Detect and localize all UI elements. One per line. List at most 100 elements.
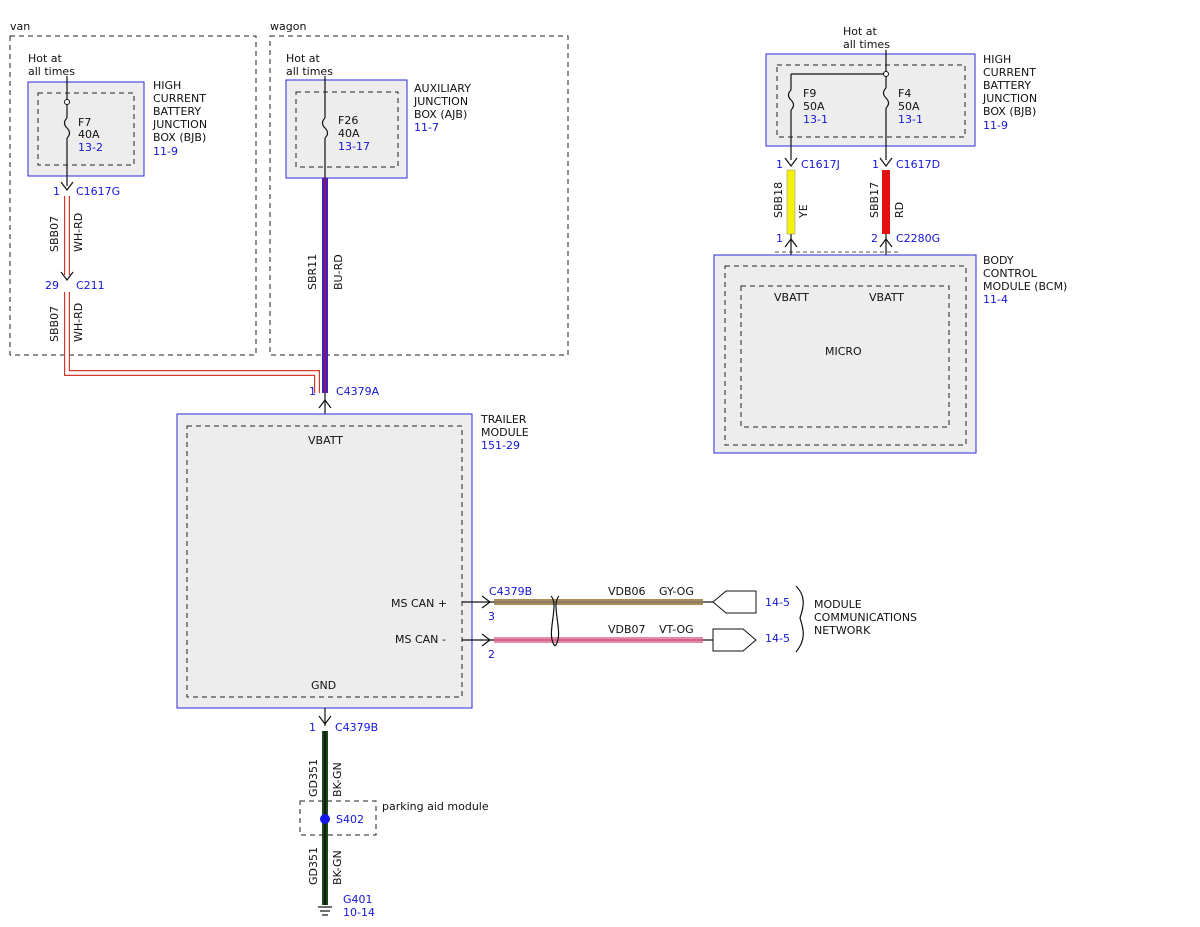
gd351-b-color: BK-GN [331, 850, 344, 885]
network-title-3: NETWORK [814, 624, 871, 637]
s402-label: S402 [336, 813, 364, 826]
trailer-can-minus-pin: MS CAN - [395, 633, 446, 646]
connector-c1617g-icon [60, 181, 74, 191]
fuse-f9-ref: 13-1 [803, 113, 828, 126]
fuse-f26-ref: 13-17 [338, 140, 370, 153]
bcm-ref: 11-4 [983, 293, 1008, 306]
c211-label: C211 [76, 279, 105, 292]
trailer-title-2: MODULE [481, 426, 529, 439]
vdb07-circuit: VDB07 [608, 623, 646, 636]
g401-label: G401 [343, 893, 373, 906]
bjb-left-box [27, 81, 145, 177]
network-ref-a: 14-5 [765, 596, 790, 609]
fuse-f26-id: F26 [338, 114, 358, 127]
twisted-pair-icon-2 [554, 595, 560, 647]
bjb-right-title-3: BATTERY [983, 79, 1031, 92]
connector-c1617d-icon [879, 157, 893, 167]
c211-pin: 29 [45, 279, 59, 292]
bcm-inner [724, 265, 967, 446]
ajb-ref: 11-7 [414, 121, 439, 134]
wagon-region-border [269, 35, 569, 356]
network-brace-icon [795, 585, 804, 653]
bjb-right-title-2: CURRENT [983, 66, 1036, 79]
hot-at-label-2: all times [28, 65, 75, 78]
fuse-f7-rating: 40A [78, 128, 100, 141]
vdb06-circuit: VDB06 [608, 585, 646, 598]
sbr11-circuit: SBR11 [306, 254, 319, 290]
ajb: Hot at all times AUXILIARY JUNCTION BOX … [285, 52, 471, 179]
c2280g-label: C2280G [896, 232, 940, 245]
fuse-f26-rating: 40A [338, 127, 360, 140]
bcm-micro-box [740, 285, 950, 428]
bjb-left-ref: 11-9 [153, 145, 178, 158]
fuse-f4-ref: 13-1 [898, 113, 923, 126]
bcm-title: BODY [983, 254, 1014, 267]
bjb-left-title-3: BATTERY [153, 105, 201, 118]
ajb-box [285, 79, 408, 179]
trailer-module-box [176, 413, 473, 709]
trailer-module-inner [186, 425, 463, 698]
bcm-box [713, 254, 977, 454]
bcm-micro-label: MICRO [825, 345, 862, 358]
bjb-left: Hot at all times HIGH CURRENT BATTERY JU… [27, 52, 207, 186]
wire-sbb07-lower [64, 292, 320, 393]
hot-at-label-2: all times [286, 65, 333, 78]
fuse-f9-rating: 50A [803, 100, 825, 113]
bjb-left-title-2: CURRENT [153, 92, 206, 105]
c1617g-label: C1617G [76, 185, 120, 198]
c4379b-top-label: C4379B [489, 585, 532, 598]
wire-sbb07-lower-outer [64, 292, 320, 393]
van-region-border [9, 35, 257, 356]
network-flag-plus-icon [712, 590, 757, 614]
vdb06-color: GY-OG [659, 585, 694, 598]
wire-sbb07-lower-inner [65, 292, 319, 393]
fuse-f7-id: F7 [78, 116, 91, 129]
bcm-title-3: MODULE (BCM) [983, 280, 1067, 293]
fuse-f4-icon [882, 87, 890, 109]
fuse-f7-node [64, 99, 70, 105]
connector-c211-icon [60, 271, 74, 281]
c1617j-label: C1617J [801, 158, 840, 171]
bjb-right-title: HIGH [983, 53, 1011, 66]
bjb-left-inner [37, 92, 135, 166]
bjb-right-node [883, 71, 889, 77]
hot-at-label-2: all times [843, 38, 890, 51]
sbb07-b-circuit: SBB07 [48, 306, 61, 342]
trailer-can-plus-pin: MS CAN + [391, 597, 447, 610]
bjb-left-title-4: JUNCTION [152, 118, 207, 131]
trailer-gnd-pin: GND [311, 679, 336, 692]
c2280g-pin2: 2 [871, 232, 878, 245]
c1617j-pin: 1 [776, 158, 783, 171]
trailer-title: TRAILER [480, 413, 527, 426]
bjb-right-title-5: BOX (BJB) [983, 105, 1036, 118]
network-title-2: COMMUNICATIONS [814, 611, 917, 624]
sbb07-a-color: WH-RD [72, 213, 85, 252]
bjb-right: Hot at all times HIGH CURRENT BATTERY JU… [765, 25, 1037, 160]
c1617d-pin: 1 [872, 158, 879, 171]
sbb18-color: YE [797, 204, 810, 219]
sbr11-color: BU-RD [332, 254, 345, 290]
ajb-inner [295, 91, 399, 168]
hot-at-label: Hot at [843, 25, 878, 38]
c4379a-label: C4379A [336, 385, 380, 398]
twisted-pair-icon [550, 595, 556, 647]
wagon-label: wagon [270, 20, 306, 33]
c4379b-pin2: 2 [488, 648, 495, 661]
sbb07-b-color: WH-RD [72, 303, 85, 342]
network-flag-minus-icon [712, 628, 757, 652]
c1617d-label: C1617D [896, 158, 940, 171]
fuse-f9-id: F9 [803, 87, 816, 100]
bcm-vbatt-b: VBATT [869, 291, 904, 304]
sbb17-color: RD [893, 202, 906, 218]
bjb-right-ref: 11-9 [983, 119, 1008, 132]
sbb07-a-circuit: SBB07 [48, 216, 61, 252]
connector-c1617j-icon [784, 157, 798, 167]
network-title: MODULE [814, 598, 862, 611]
c1617g-pin: 1 [53, 185, 60, 198]
sbb18-circuit: SBB18 [772, 182, 785, 218]
gd351-b-circuit: GD351 [307, 847, 320, 885]
bjb-right-title-4: JUNCTION [982, 92, 1037, 105]
wire-sbb18 [786, 169, 796, 235]
fuse-f7-icon [63, 117, 71, 139]
bjb-right-inner [776, 64, 966, 138]
